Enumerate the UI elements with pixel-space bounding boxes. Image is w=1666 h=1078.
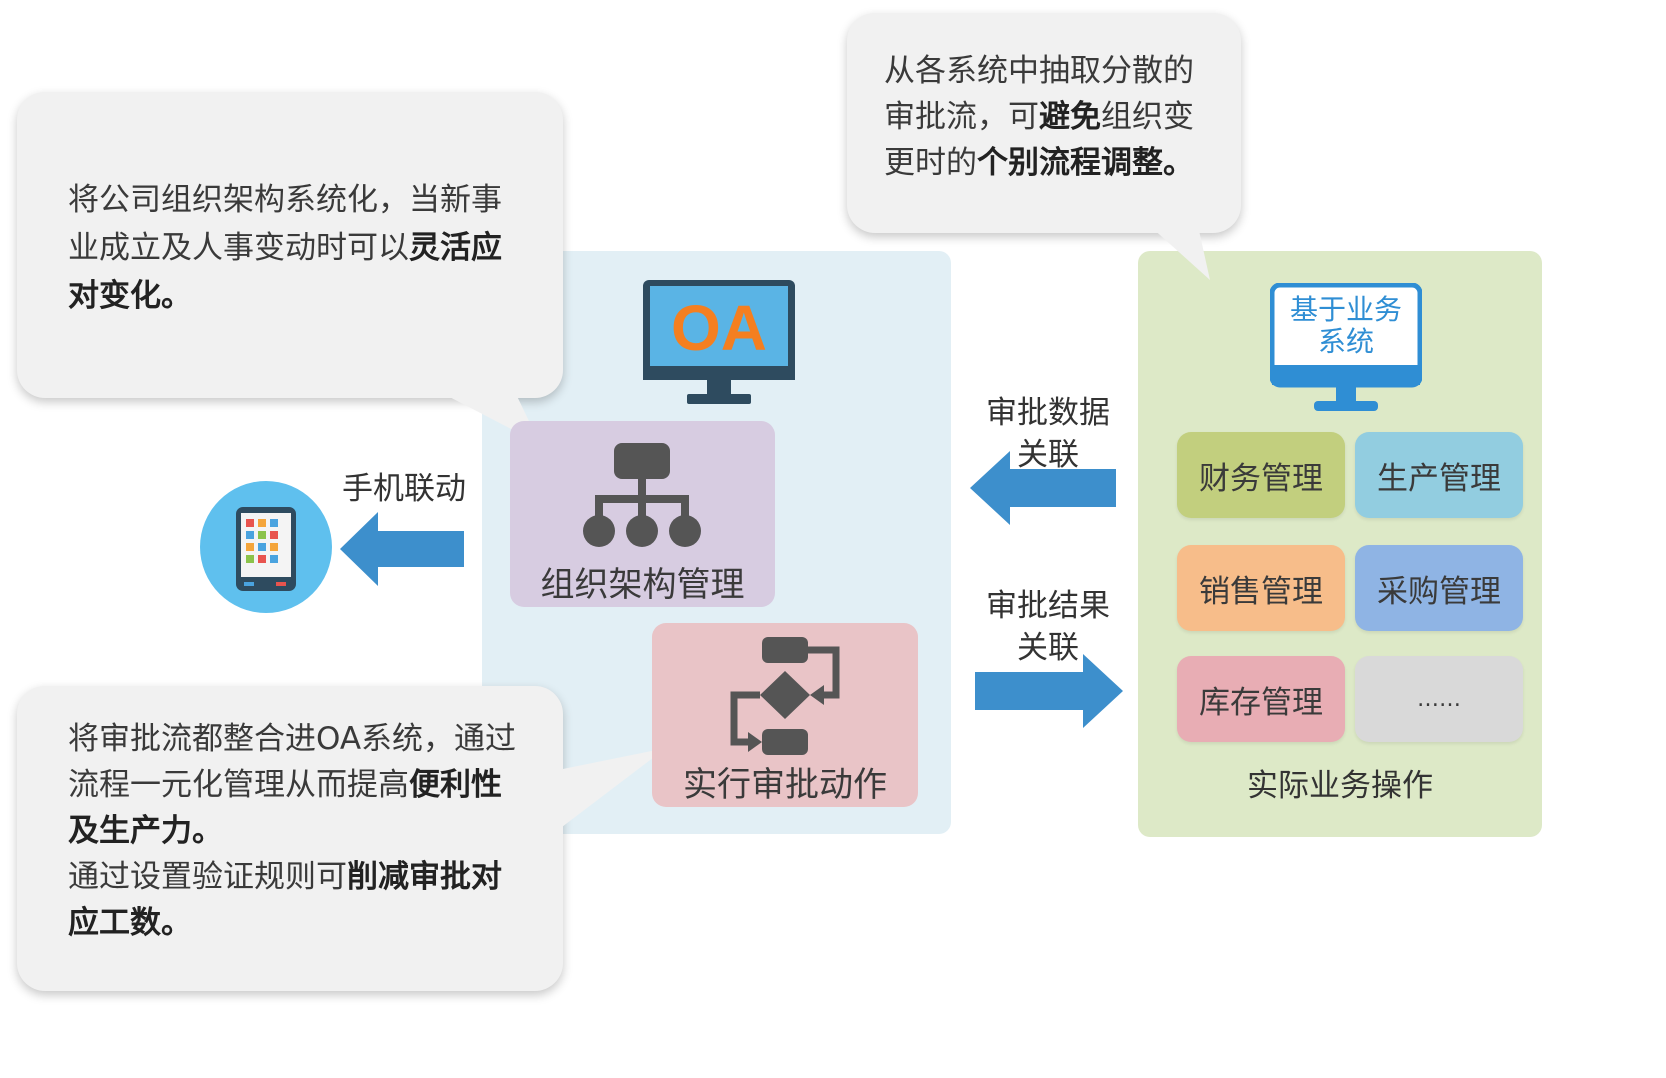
approval-action-box: 实行审批动作 [652, 623, 918, 807]
approval-action-label: 实行审批动作 [683, 765, 887, 805]
module-purchasing: 采购管理 [1355, 545, 1523, 631]
module-inventory: 库存管理 [1177, 656, 1345, 742]
approval-text-line-2: 流程一元化管理从而提高便利性 [68, 767, 502, 803]
flow-text-line-2: 审批流，可避免组织变 [884, 99, 1194, 135]
result-relation-label: 审批结果 关联 [978, 585, 1118, 669]
business-monitor-icon [1270, 283, 1422, 411]
approval-text-line-4: 通过设置验证规则可削减审批对 [68, 859, 502, 895]
module-finance: 财务管理 [1177, 432, 1345, 518]
business-monitor-line-1: 基于业务 [1289, 293, 1402, 326]
module-production: 生产管理 [1355, 432, 1523, 518]
business-footer-label: 实际业务操作 [1247, 768, 1433, 804]
flow-text-line-1: 从各系统中抽取分散的 [884, 53, 1194, 89]
flow-description-bubble [847, 13, 1241, 233]
module-more: …… [1355, 656, 1523, 742]
org-management-label: 组织架构管理 [540, 565, 745, 605]
flow-description-text: 从各系统中抽取分散的 审批流，可避免组织变 更时的个别流程调整。 [884, 48, 1224, 186]
result-relation-line-1: 审批结果 [986, 588, 1110, 624]
org-chart-icon [583, 443, 701, 547]
oa-monitor-icon [643, 280, 795, 404]
flowchart-icon [730, 637, 840, 755]
approval-description-bubble [17, 686, 563, 991]
business-monitor-line-2: 系统 [1317, 325, 1374, 358]
approval-text-line-5: 应工数。 [68, 905, 192, 941]
org-text-line-2: 业成立及人事变动时可以灵活应 [68, 230, 502, 266]
approval-text-line-3: 及生产力。 [68, 813, 223, 849]
flow-text-line-3: 更时的个别流程调整。 [884, 145, 1194, 181]
approval-description-text: 将审批流都整合进OA系统，通过 流程一元化管理从而提高便利性 及生产力。 通过设… [68, 716, 548, 946]
data-relation-line-2: 关联 [1017, 437, 1079, 473]
mobile-link-label: 手机联动 [342, 471, 466, 507]
data-relation-arrow-icon [970, 451, 1116, 525]
org-text-line-1: 将公司组织架构系统化，当新事 [68, 182, 502, 218]
org-text-line-3: 对变化。 [68, 278, 192, 314]
business-monitor-label: 基于业务 系统 [1272, 294, 1420, 358]
oa-monitor-label: OA [671, 292, 767, 364]
mobile-tablet-icon [200, 481, 332, 613]
data-relation-label: 审批数据 关联 [978, 392, 1118, 476]
org-management-box: 组织架构管理 [510, 421, 775, 607]
approval-text-line-1: 将审批流都整合进OA系统，通过 [68, 721, 517, 757]
org-description-bubble [17, 92, 563, 398]
org-description-text: 将公司组织架构系统化，当新事 业成立及人事变动时可以灵活应 对变化。 [68, 176, 538, 320]
module-sales: 销售管理 [1177, 545, 1345, 631]
mobile-link-arrow-icon [340, 512, 464, 586]
data-relation-line-1: 审批数据 [986, 395, 1110, 431]
result-relation-arrow-icon [975, 654, 1123, 728]
result-relation-line-2: 关联 [1017, 630, 1079, 666]
